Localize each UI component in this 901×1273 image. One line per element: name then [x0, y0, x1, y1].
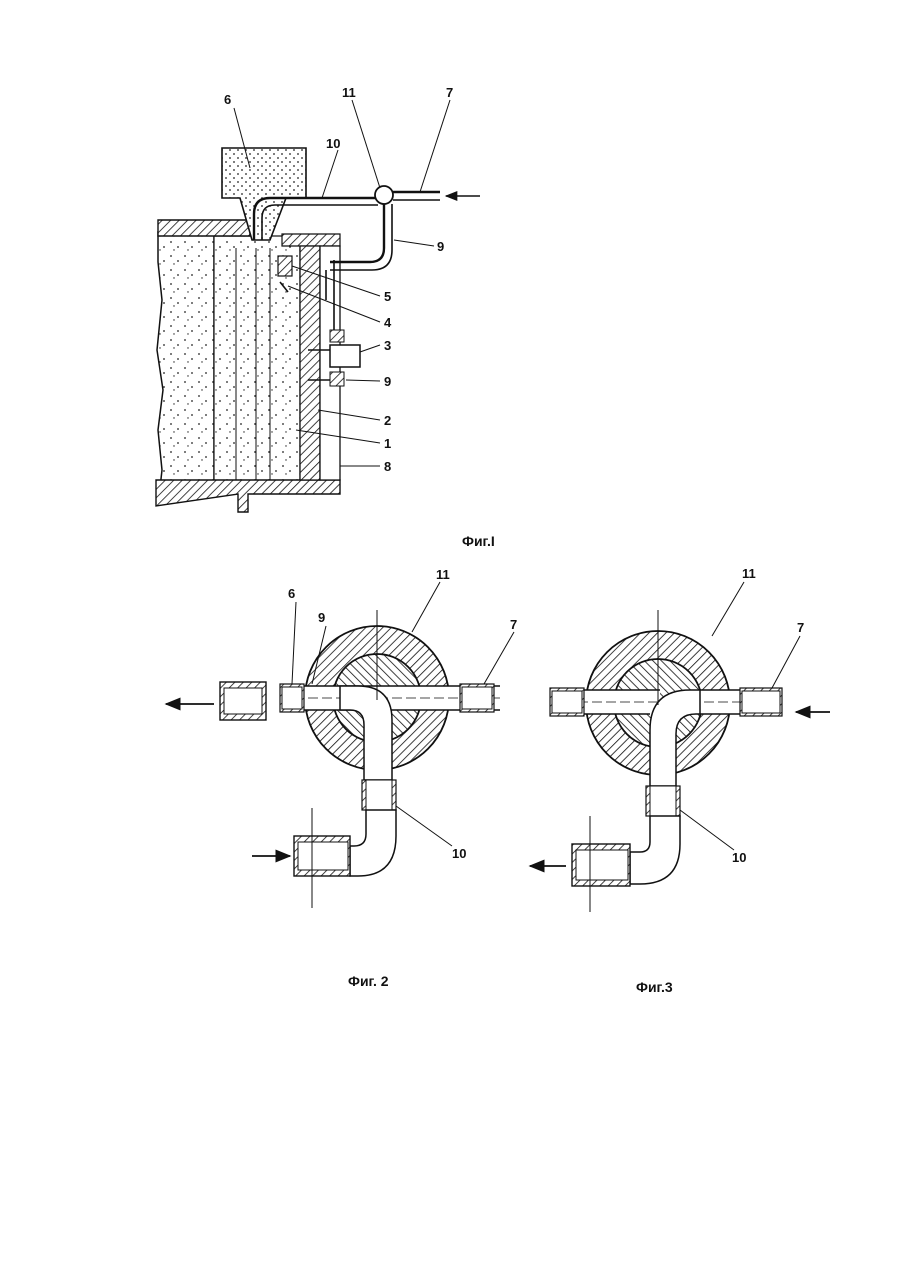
fig3-label-11: 11 [742, 566, 756, 581]
fig2-label-11: 11 [436, 567, 450, 582]
label-3: 3 [384, 338, 391, 353]
fig2-label-7: 7 [510, 617, 517, 632]
pipe-10-elbow [630, 816, 680, 884]
valve-11 [375, 186, 393, 204]
label-10: 10 [326, 136, 340, 151]
figure-3-caption: Фиг.3 [636, 979, 673, 995]
label-9a: 9 [437, 239, 444, 254]
top-wall [158, 220, 250, 236]
side-wall [300, 246, 320, 480]
label-6: 6 [224, 92, 231, 107]
figure-3: 11 7 10 Фиг.3 [530, 566, 830, 995]
figure-1-caption: Фиг.I [462, 533, 495, 549]
label-4: 4 [384, 315, 392, 330]
label-2: 2 [384, 413, 391, 428]
label-5: 5 [384, 289, 391, 304]
label-9b: 9 [384, 374, 391, 389]
fig2-label-10: 10 [452, 846, 466, 861]
figure-2-caption: Фиг. 2 [348, 973, 389, 989]
fig2-label-9: 9 [318, 610, 325, 625]
fig3-label-7: 7 [797, 620, 804, 635]
nozzle-3 [330, 345, 360, 367]
figure-2: 6 9 11 7 10 Фиг. 2 [166, 567, 517, 989]
label-1: 1 [384, 436, 391, 451]
pipe-10-elbow [350, 810, 396, 876]
furnace-body [157, 232, 214, 488]
fig2-label-6: 6 [288, 586, 295, 601]
label-7: 7 [446, 85, 453, 100]
figure-1: 6 10 11 7 9 5 4 3 9 2 1 8 Фиг.I [156, 85, 495, 549]
fig3-label-10: 10 [732, 850, 746, 865]
label-11: 11 [342, 85, 356, 100]
bottom-wall [156, 480, 340, 512]
label-8: 8 [384, 459, 391, 474]
